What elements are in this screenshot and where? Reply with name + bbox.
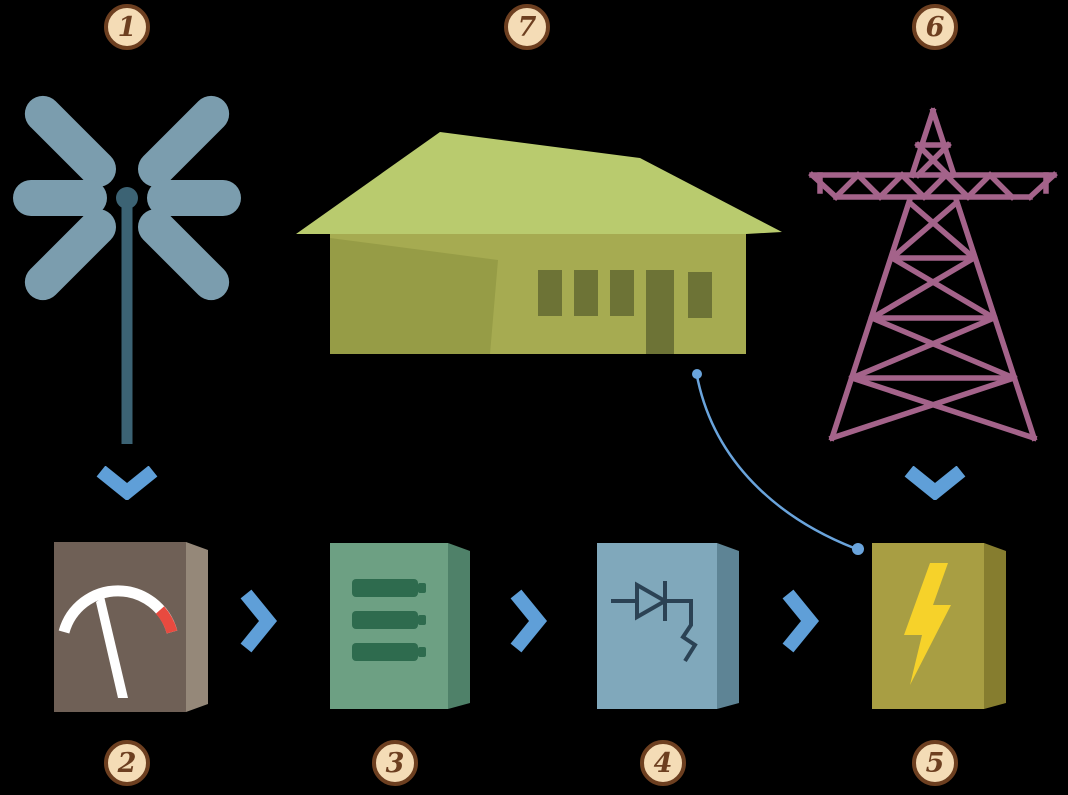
gauge-red-zone [155,606,178,634]
down-arrow-icon [903,466,967,500]
house-door [646,270,674,354]
lightning-power-icon [872,537,1012,709]
meter-box-side [186,542,208,712]
badge-battery: 3 [372,740,418,786]
badge-turbine: 1 [104,4,150,50]
diode-symbol [611,581,698,663]
power-box-side [984,543,1006,709]
right-arrow-icon [510,588,548,654]
badge-house: 7 [504,4,550,50]
badge-meter-number: 2 [117,747,137,779]
badge-battery-number: 3 [385,747,405,779]
gauge-needle [96,596,128,698]
battery-bank-icon [330,537,480,709]
diode-rectifier-icon [597,537,749,709]
turbine-hub [116,187,138,209]
badge-house-number: 7 [517,11,537,43]
wind-turbine-icon [5,68,250,448]
connector-dot-house [692,369,702,379]
badge-power: 5 [912,740,958,786]
battery-cells [352,579,426,661]
lightning-bolt [904,563,951,685]
right-arrow-icon [240,588,278,654]
badge-diode: 4 [640,740,686,786]
gauge-meter-icon [54,534,224,718]
battery-box-side [448,543,470,709]
badge-meter: 2 [104,740,150,786]
transmission-tower-icon [802,103,1066,445]
badge-diode-number: 4 [653,747,673,779]
turbine-pole [121,198,133,444]
diode-box-front [597,543,717,709]
badge-turbine-number: 1 [117,11,137,43]
badge-tower: 6 [912,4,958,50]
turbine-blades [13,95,241,301]
badge-power-number: 5 [925,747,945,779]
badge-tower-number: 6 [925,11,945,43]
diode-box-side [717,543,739,709]
connector-dot-power [852,543,864,555]
right-arrow-icon [782,588,820,654]
house-windows [538,270,712,354]
down-arrow-icon [95,466,159,500]
house-roof [296,132,782,234]
house-icon [288,122,788,364]
house-wall-shadow [330,238,498,354]
